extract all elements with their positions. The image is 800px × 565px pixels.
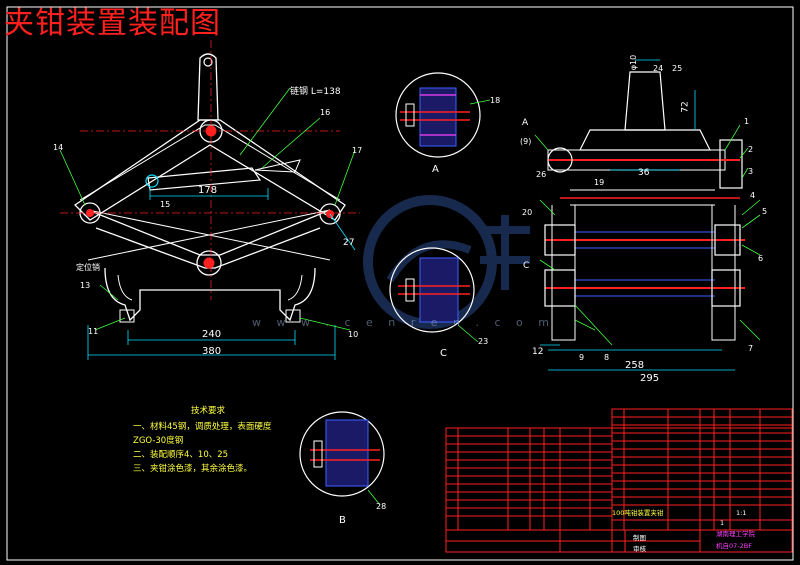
part-4: 4 <box>750 191 756 200</box>
note-line-3: 二、装配顺序4、10、25 <box>133 450 229 460</box>
part-14: 14 <box>53 143 64 152</box>
part-18: 18 <box>490 96 501 105</box>
dim-178: 178 <box>198 185 218 196</box>
dim-12: 12 <box>532 347 544 357</box>
view-label-c: C <box>440 348 447 359</box>
part-17: 17 <box>352 146 363 155</box>
tb-school: 湖南理工学院 <box>716 530 755 538</box>
tb-class: 机自07-2BF <box>716 542 752 550</box>
dim-phi10: φ10 <box>629 54 639 71</box>
part-1: 1 <box>744 117 750 126</box>
part-3: 3 <box>748 167 754 176</box>
dim-24: 24 <box>653 64 664 73</box>
view-marker-a: A <box>522 118 529 128</box>
main-view <box>59 40 360 360</box>
side-view <box>534 59 761 371</box>
chain-label: 链钢 L=138 <box>290 87 341 97</box>
part-9: 9 <box>579 353 585 362</box>
notes-heading: 技术要求 <box>190 406 225 416</box>
section-c <box>389 247 479 343</box>
dim-295: 295 <box>640 373 660 384</box>
part-10: 10 <box>348 330 359 339</box>
watermark-text: w w w . c e n r e n . c o m <box>252 316 555 329</box>
tb-sheet: 1 <box>720 519 725 527</box>
dim-240: 240 <box>202 329 222 340</box>
part-11: 11 <box>88 327 99 336</box>
part-15: 15 <box>160 200 171 209</box>
part-20: 20 <box>522 208 533 217</box>
dim-26: 26 <box>536 170 547 179</box>
dim-258: 258 <box>625 360 645 371</box>
part-5: 5 <box>762 207 768 216</box>
note-line-4: 三、夹钳涂色漆，其余涂色漆。 <box>133 464 253 474</box>
drawing-title: 夹钳装置装配图 <box>4 6 221 41</box>
note-line-1: 一、材料45钢，调质处理，表面硬度 <box>133 422 272 432</box>
note-line-2: ZGO-30度钢 <box>133 436 184 446</box>
view-label-a: A <box>432 164 439 175</box>
part-2: 2 <box>748 145 754 154</box>
tb-drawn: 制图 <box>633 534 646 542</box>
watermark-logo <box>363 195 530 329</box>
dim-27: 27 <box>343 238 355 248</box>
part-28: 28 <box>376 502 387 511</box>
section-a <box>395 72 491 158</box>
dim-25: 25 <box>672 64 683 73</box>
part-13: 13 <box>80 281 91 290</box>
dim-36: 36 <box>638 168 650 178</box>
title-block <box>445 408 793 553</box>
locating-pin-label: 定位销 <box>76 263 100 272</box>
tb-checked: 审核 <box>633 545 646 553</box>
part-6: 6 <box>758 254 764 263</box>
view-marker-c: C <box>523 261 530 271</box>
dim-72: 72 <box>680 101 691 113</box>
tb-scale: 1:1 <box>736 509 747 517</box>
tb-drawing-name: 100吨钳装置夹钳 <box>612 509 664 517</box>
sheet-border <box>6 6 794 561</box>
view-label-b: B <box>339 515 346 526</box>
dim-9: (9) <box>520 137 532 146</box>
part-16: 16 <box>320 108 331 117</box>
technical-notes: 技术要求 一、材料45钢，调质处理，表面硬度 ZGO-30度钢 二、装配顺序4、… <box>133 404 283 476</box>
dim-380: 380 <box>202 346 222 357</box>
part-8: 8 <box>604 353 610 362</box>
part-19: 19 <box>594 178 605 187</box>
part-23: 23 <box>478 337 489 346</box>
part-7: 7 <box>748 344 754 353</box>
section-b <box>299 411 385 506</box>
